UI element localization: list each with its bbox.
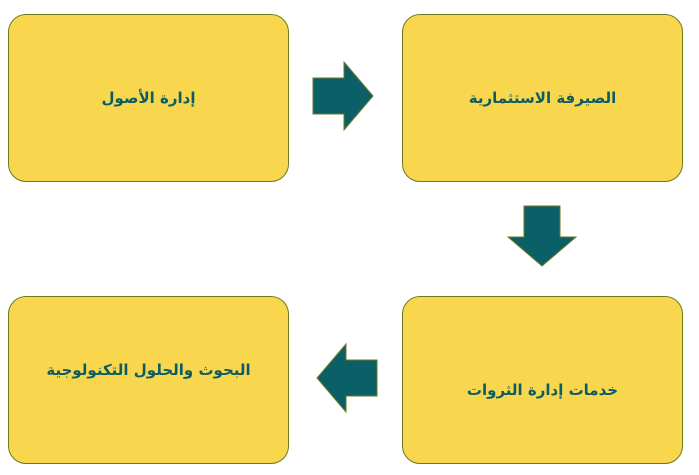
box-research-technology-label: البحوث والحلول التكنولوجية xyxy=(46,361,251,379)
box-asset-management: إدارة الأصول xyxy=(8,14,289,182)
box-wealth-management: خدمات إدارة الثروات xyxy=(402,296,683,464)
box-investment-banking: الصيرفة الاستثمارية xyxy=(402,14,683,182)
box-research-technology: البحوث والحلول التكنولوجية xyxy=(8,296,289,464)
box-asset-management-label: إدارة الأصول xyxy=(101,89,196,107)
arrow-down-icon xyxy=(506,205,578,267)
arrow-right-icon xyxy=(312,60,374,132)
arrow-left-icon xyxy=(316,342,378,414)
box-wealth-management-label: خدمات إدارة الثروات xyxy=(466,381,619,399)
box-investment-banking-label: الصيرفة الاستثمارية xyxy=(468,89,617,107)
